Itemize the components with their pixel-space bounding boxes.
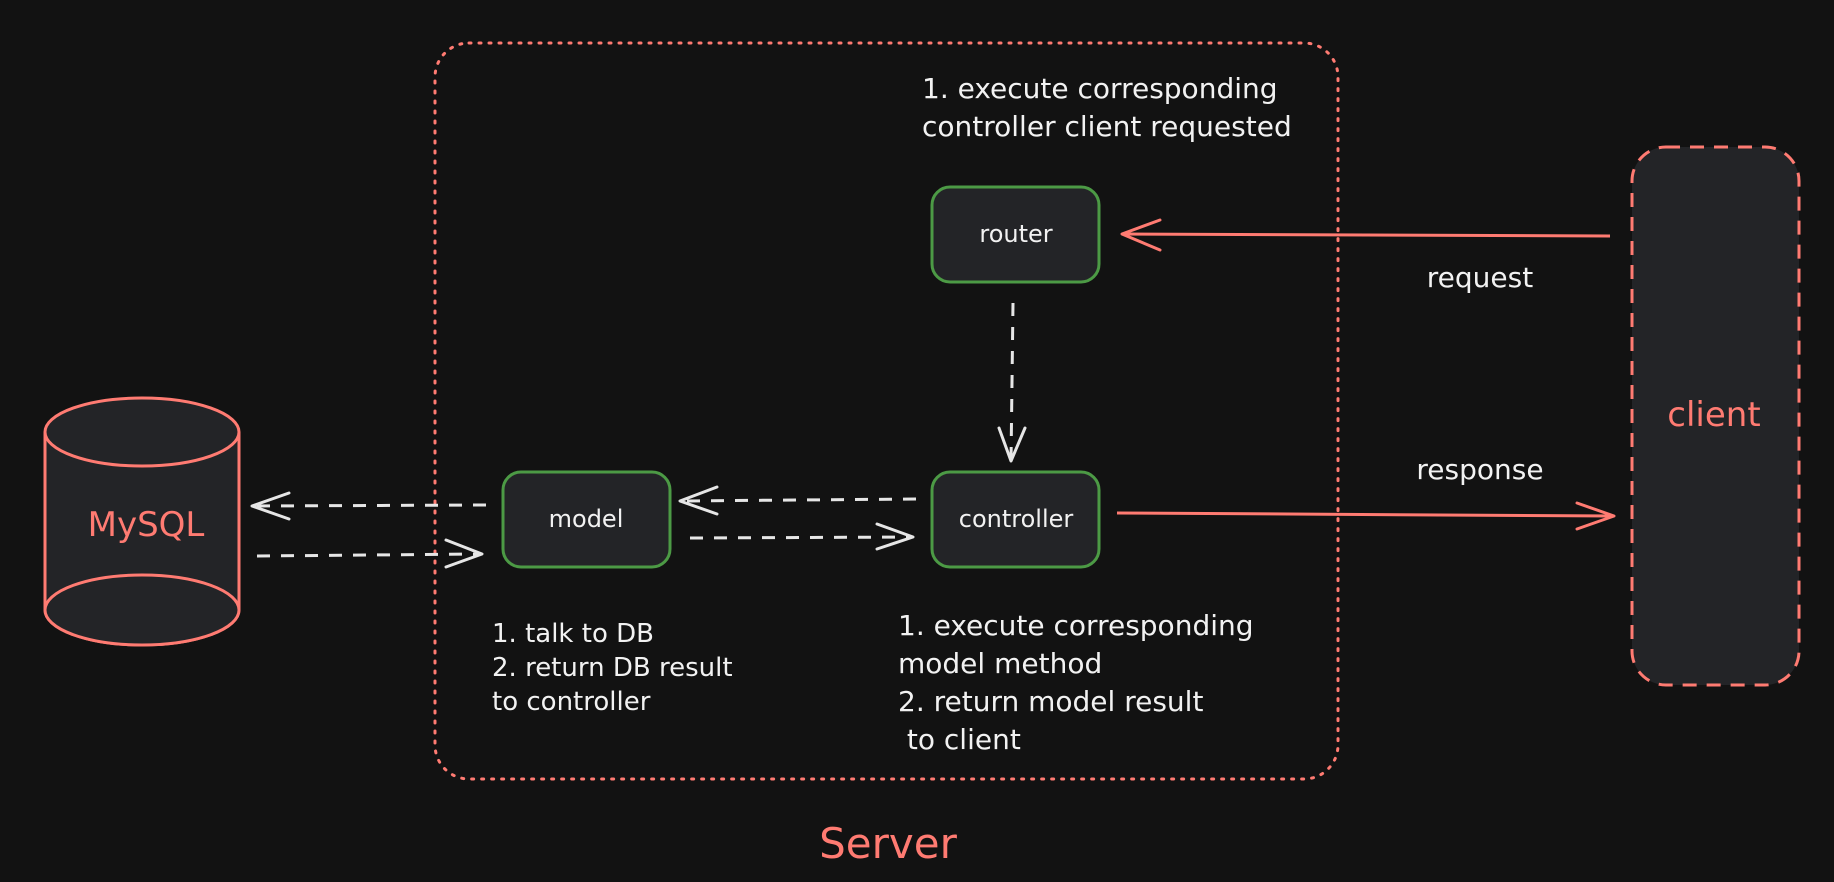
client-label: client [1667,395,1760,435]
model-controller-arrowhead-icon [875,522,915,551]
model-database-arrowhead-icon [250,491,291,521]
controller-note-line-2: model method [898,647,1102,680]
controller-note-line-3: 2. return model result [898,685,1203,718]
model-box [501,470,672,569]
router-controller-arrowhead-icon [997,426,1027,463]
response-label: response [1416,453,1543,486]
router-to-controller-arrow [997,302,1027,463]
database-label: MySQL [88,505,205,545]
controller-note: 1. execute corresponding model method 2.… [898,609,1254,756]
mysql-database: MySQL [43,396,241,647]
router-label: router [979,220,1052,248]
server-boundary [433,41,1340,781]
database-top-icon [43,396,241,468]
model-note-line-2: 2. return DB result [492,653,733,683]
request-arrowhead-icon [1120,218,1162,252]
controller-model-arrowhead-icon [678,485,719,516]
request-arrow [1120,218,1611,252]
model-note: 1. talk to DB 2. return DB result to con… [492,619,733,717]
model-node: model [501,470,672,569]
client-box [1630,145,1801,687]
database-model-arrowhead-icon [444,538,484,569]
database-to-model-arrow [256,538,484,569]
controller-node: controller [930,470,1101,569]
model-to-controller-arrow [689,522,915,551]
response-arrow [1116,501,1616,531]
controller-note-line-4: to client [898,723,1021,756]
controller-label: controller [959,505,1074,533]
router-node: router [930,185,1101,284]
router-box [930,185,1101,284]
controller-box [930,470,1101,569]
controller-note-line-1: 1. execute corresponding [898,609,1254,642]
controller-to-model-arrow [678,485,917,516]
database-bottom-icon [43,573,241,647]
model-note-line-3: to controller [492,687,651,717]
router-note: 1. execute corresponding controller clie… [922,72,1292,143]
response-arrowhead-icon [1575,501,1616,531]
router-note-line-2: controller client requested [922,110,1292,143]
model-to-database-arrow [250,491,487,521]
request-label: request [1427,261,1533,294]
model-note-line-1: 1. talk to DB [492,619,654,649]
server-title: Server [819,819,957,868]
client-node: client [1630,145,1801,687]
model-label: model [549,505,624,533]
router-note-line-1: 1. execute corresponding [922,72,1278,105]
